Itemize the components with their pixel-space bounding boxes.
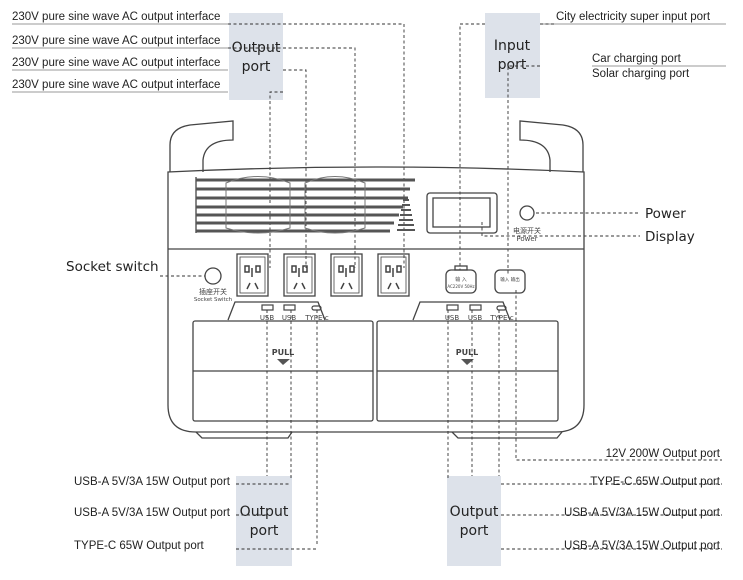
dc-input-output-port: 输入 输出: [494, 269, 526, 294]
svg-text:Output: Output: [450, 504, 499, 520]
top-output-port-callout: Output port: [229, 13, 283, 100]
ac-socket-2[interactable]: [283, 253, 316, 297]
svg-text:USB: USB: [445, 314, 460, 322]
usb-a-port[interactable]: USB: [445, 304, 460, 322]
input-port-callout: Input port: [485, 13, 540, 98]
type-c-port[interactable]: TYPE-c: [304, 305, 329, 322]
svg-text:Output: Output: [240, 504, 289, 520]
type-c-port[interactable]: TYPE-c: [489, 305, 514, 322]
right-drawer: PULL: [376, 320, 559, 422]
power-label: Power: [645, 206, 686, 222]
svg-text:port: port: [498, 57, 527, 73]
svg-text:TYPE-C 65W Output port: TYPE-C 65W Output port: [590, 476, 721, 488]
svg-text:port: port: [242, 59, 271, 75]
svg-text:port: port: [460, 523, 489, 539]
svg-text:USB-A 5V/3A 15W Output port: USB-A 5V/3A 15W Output port: [74, 507, 231, 519]
solar-charging-label: Solar charging port: [592, 68, 690, 80]
power-station-device: 电源开关 Power 插座开关 Socket Switch 输 入 AC220V…: [167, 120, 585, 439]
svg-text:USB-A 5V/3A 15W Output port: USB-A 5V/3A 15W Output port: [74, 476, 231, 488]
bottom-right-output-port-callout: Output port: [447, 476, 501, 566]
svg-text:电源开关: 电源开关: [513, 226, 541, 235]
display-screen: [426, 192, 498, 234]
svg-text:USB-A 5V/3A 15W Output port: USB-A 5V/3A 15W Output port: [564, 507, 721, 519]
ac-output-label-3: 230V pure sine wave AC output interface: [12, 57, 220, 69]
ac-output-label-2: 230V pure sine wave AC output interface: [12, 35, 220, 47]
bottom-leader-lines: [266, 290, 722, 545]
svg-text:Input: Input: [494, 38, 531, 54]
bottom-right-labels: 12V 200W Output port TYPE-C 65W Output p…: [564, 448, 721, 552]
right-usb-panel: [412, 301, 511, 321]
svg-text:输入 输出: 输入 输出: [500, 276, 520, 283]
ac-socket-4[interactable]: [377, 253, 410, 297]
svg-text:输 入: 输 入: [455, 276, 467, 283]
svg-text:port: port: [250, 523, 279, 539]
svg-text:AC220V 50Hz: AC220V 50Hz: [447, 284, 474, 289]
left-usb-panel: [227, 301, 326, 321]
bottom-left-output-port-callout: Output port: [236, 476, 292, 566]
ac-output-label-4: 230V pure sine wave AC output interface: [12, 79, 220, 91]
vent-grille: [196, 176, 415, 234]
left-drawer: PULL: [192, 320, 374, 422]
svg-text:Power: Power: [516, 235, 537, 243]
bottom-left-labels: USB-A 5V/3A 15W Output port USB-A 5V/3A …: [74, 476, 231, 552]
svg-text:TYPE-c: TYPE-c: [489, 314, 514, 322]
svg-text:插座开关: 插座开关: [199, 287, 227, 296]
ac-output-labels: 230V pure sine wave AC output interface …: [12, 11, 405, 268]
power-button[interactable]: [519, 205, 535, 221]
car-charging-label: Car charging port: [592, 53, 682, 65]
svg-text:USB-A 5V/3A 15W Output port: USB-A 5V/3A 15W Output port: [564, 540, 721, 552]
svg-text:TYPE-C 65W Output port: TYPE-C 65W Output port: [74, 540, 205, 552]
socket-switch-button[interactable]: [204, 267, 222, 285]
input-labels: City electricity super input port Car ch…: [459, 11, 726, 276]
left-handle: [169, 120, 234, 172]
svg-text:Socket Switch: Socket Switch: [194, 297, 233, 303]
device-body: [167, 166, 585, 433]
ac-input-port: 输 入 AC220V 50Hz: [445, 265, 477, 294]
usb-a-port[interactable]: USB: [260, 304, 275, 322]
svg-text:PULL: PULL: [456, 348, 479, 357]
usb-a-port[interactable]: USB: [468, 304, 483, 322]
svg-text:USB: USB: [282, 314, 297, 322]
socket-switch-label: Socket switch: [66, 259, 159, 275]
usb-a-port[interactable]: USB: [282, 304, 297, 322]
ac-output-label-1: 230V pure sine wave AC output interface: [12, 11, 220, 23]
ac-sockets: [236, 253, 410, 297]
right-handle: [519, 120, 584, 172]
svg-text:USB: USB: [468, 314, 483, 322]
svg-text:12V 200W Output port: 12V 200W Output port: [606, 448, 721, 460]
display-label: Display: [645, 229, 695, 245]
ac-socket-3[interactable]: [330, 253, 363, 297]
ac-socket-1[interactable]: [236, 253, 269, 297]
svg-text:PULL: PULL: [272, 348, 295, 357]
city-input-label: City electricity super input port: [556, 11, 711, 23]
